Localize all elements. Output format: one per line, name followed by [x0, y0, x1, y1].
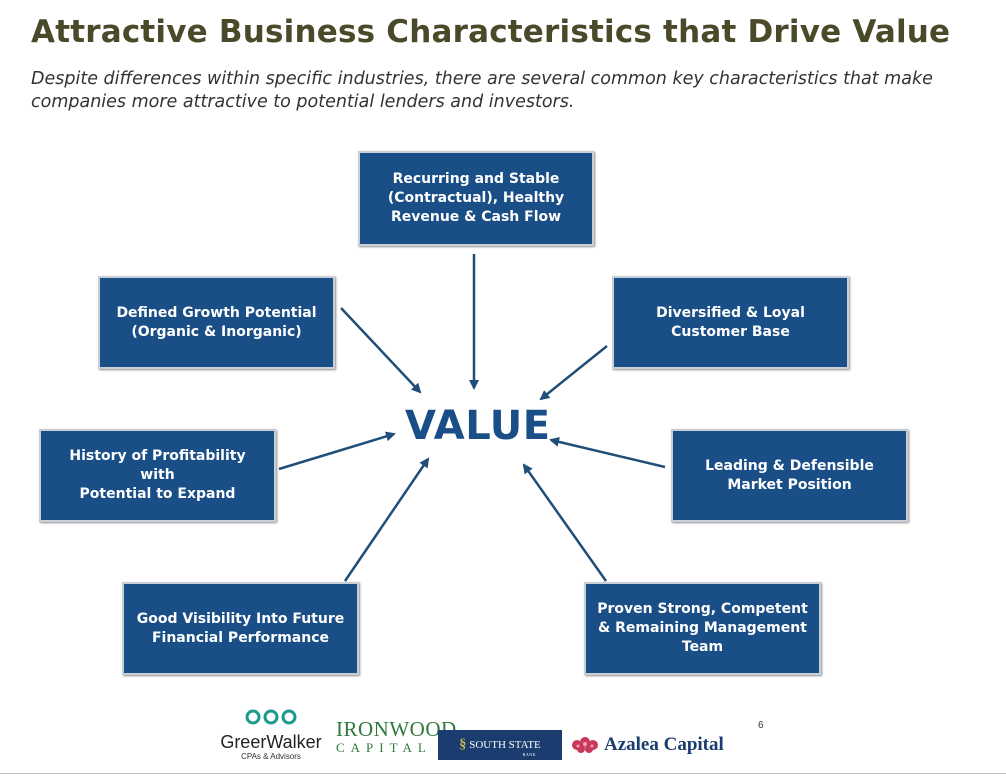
- greerwalker-logo: GreerWalker CPAs & Advisors: [212, 708, 330, 770]
- box-market-position-text: Leading & Defensible Market Position: [705, 457, 874, 493]
- box-profitability-history: History of Profitability with Potential …: [39, 429, 276, 522]
- azalea-flower-icon: [572, 737, 598, 753]
- box-recurring-revenue: Recurring and Stable (Contractual), Heal…: [358, 151, 594, 246]
- page-title: Attractive Business Characteristics that…: [31, 14, 951, 50]
- box-growth-potential-text: Defined Growth Potential (Organic & Inor…: [116, 304, 317, 340]
- box-financial-visibility: Good Visibility Into Future Financial Pe…: [122, 582, 359, 675]
- box-market-position: Leading & Defensible Market Position: [671, 429, 908, 522]
- ironwood-name: IRONWOOD: [336, 717, 457, 741]
- greerwalker-name: GreerWalker: [220, 732, 322, 752]
- box-management-team-text: Proven Strong, Competent & Remaining Man…: [597, 601, 808, 655]
- southstate-logo: § SOUTH STATE BANK: [438, 730, 562, 760]
- box-management-team: Proven Strong, Competent & Remaining Man…: [584, 582, 821, 675]
- arrow-lower-right: [522, 463, 608, 582]
- ironwood-logo: IRONWOOD CAPITAL: [336, 717, 457, 756]
- ironwood-sub: CAPITAL: [336, 740, 432, 755]
- azalea-name: Azalea Capital: [604, 734, 724, 755]
- box-customer-base-text: Diversified & Loyal Customer Base: [656, 304, 805, 340]
- arrow-mid-left: [278, 431, 396, 471]
- southstate-name: SOUTH STATE: [469, 739, 541, 751]
- southstate-s-icon: §: [459, 737, 467, 752]
- page-number: 6: [758, 720, 764, 731]
- arrow-upper-right: [539, 345, 608, 401]
- arrow-mid-right: [549, 436, 666, 469]
- value-label: VALUE: [405, 403, 551, 449]
- greerwalker-mark-icon: [245, 709, 297, 725]
- box-profitability-history-text: History of Profitability with Potential …: [69, 448, 246, 502]
- box-financial-visibility-text: Good Visibility Into Future Financial Pe…: [136, 610, 345, 646]
- southstate-sub: BANK: [522, 752, 536, 757]
- footer-divider: [0, 773, 1006, 774]
- box-customer-base: Diversified & Loyal Customer Base: [612, 276, 849, 369]
- page-subtitle: Despite differences within specific indu…: [31, 69, 933, 112]
- arrow-upper-left: [340, 307, 422, 394]
- greerwalker-tagline: CPAs & Advisors: [241, 752, 301, 761]
- box-recurring-revenue-text: Recurring and Stable (Contractual), Heal…: [387, 171, 565, 225]
- box-growth-potential: Defined Growth Potential (Organic & Inor…: [98, 276, 335, 369]
- azalea-logo: Azalea Capital: [570, 734, 724, 756]
- arrow-lower-left: [343, 457, 430, 582]
